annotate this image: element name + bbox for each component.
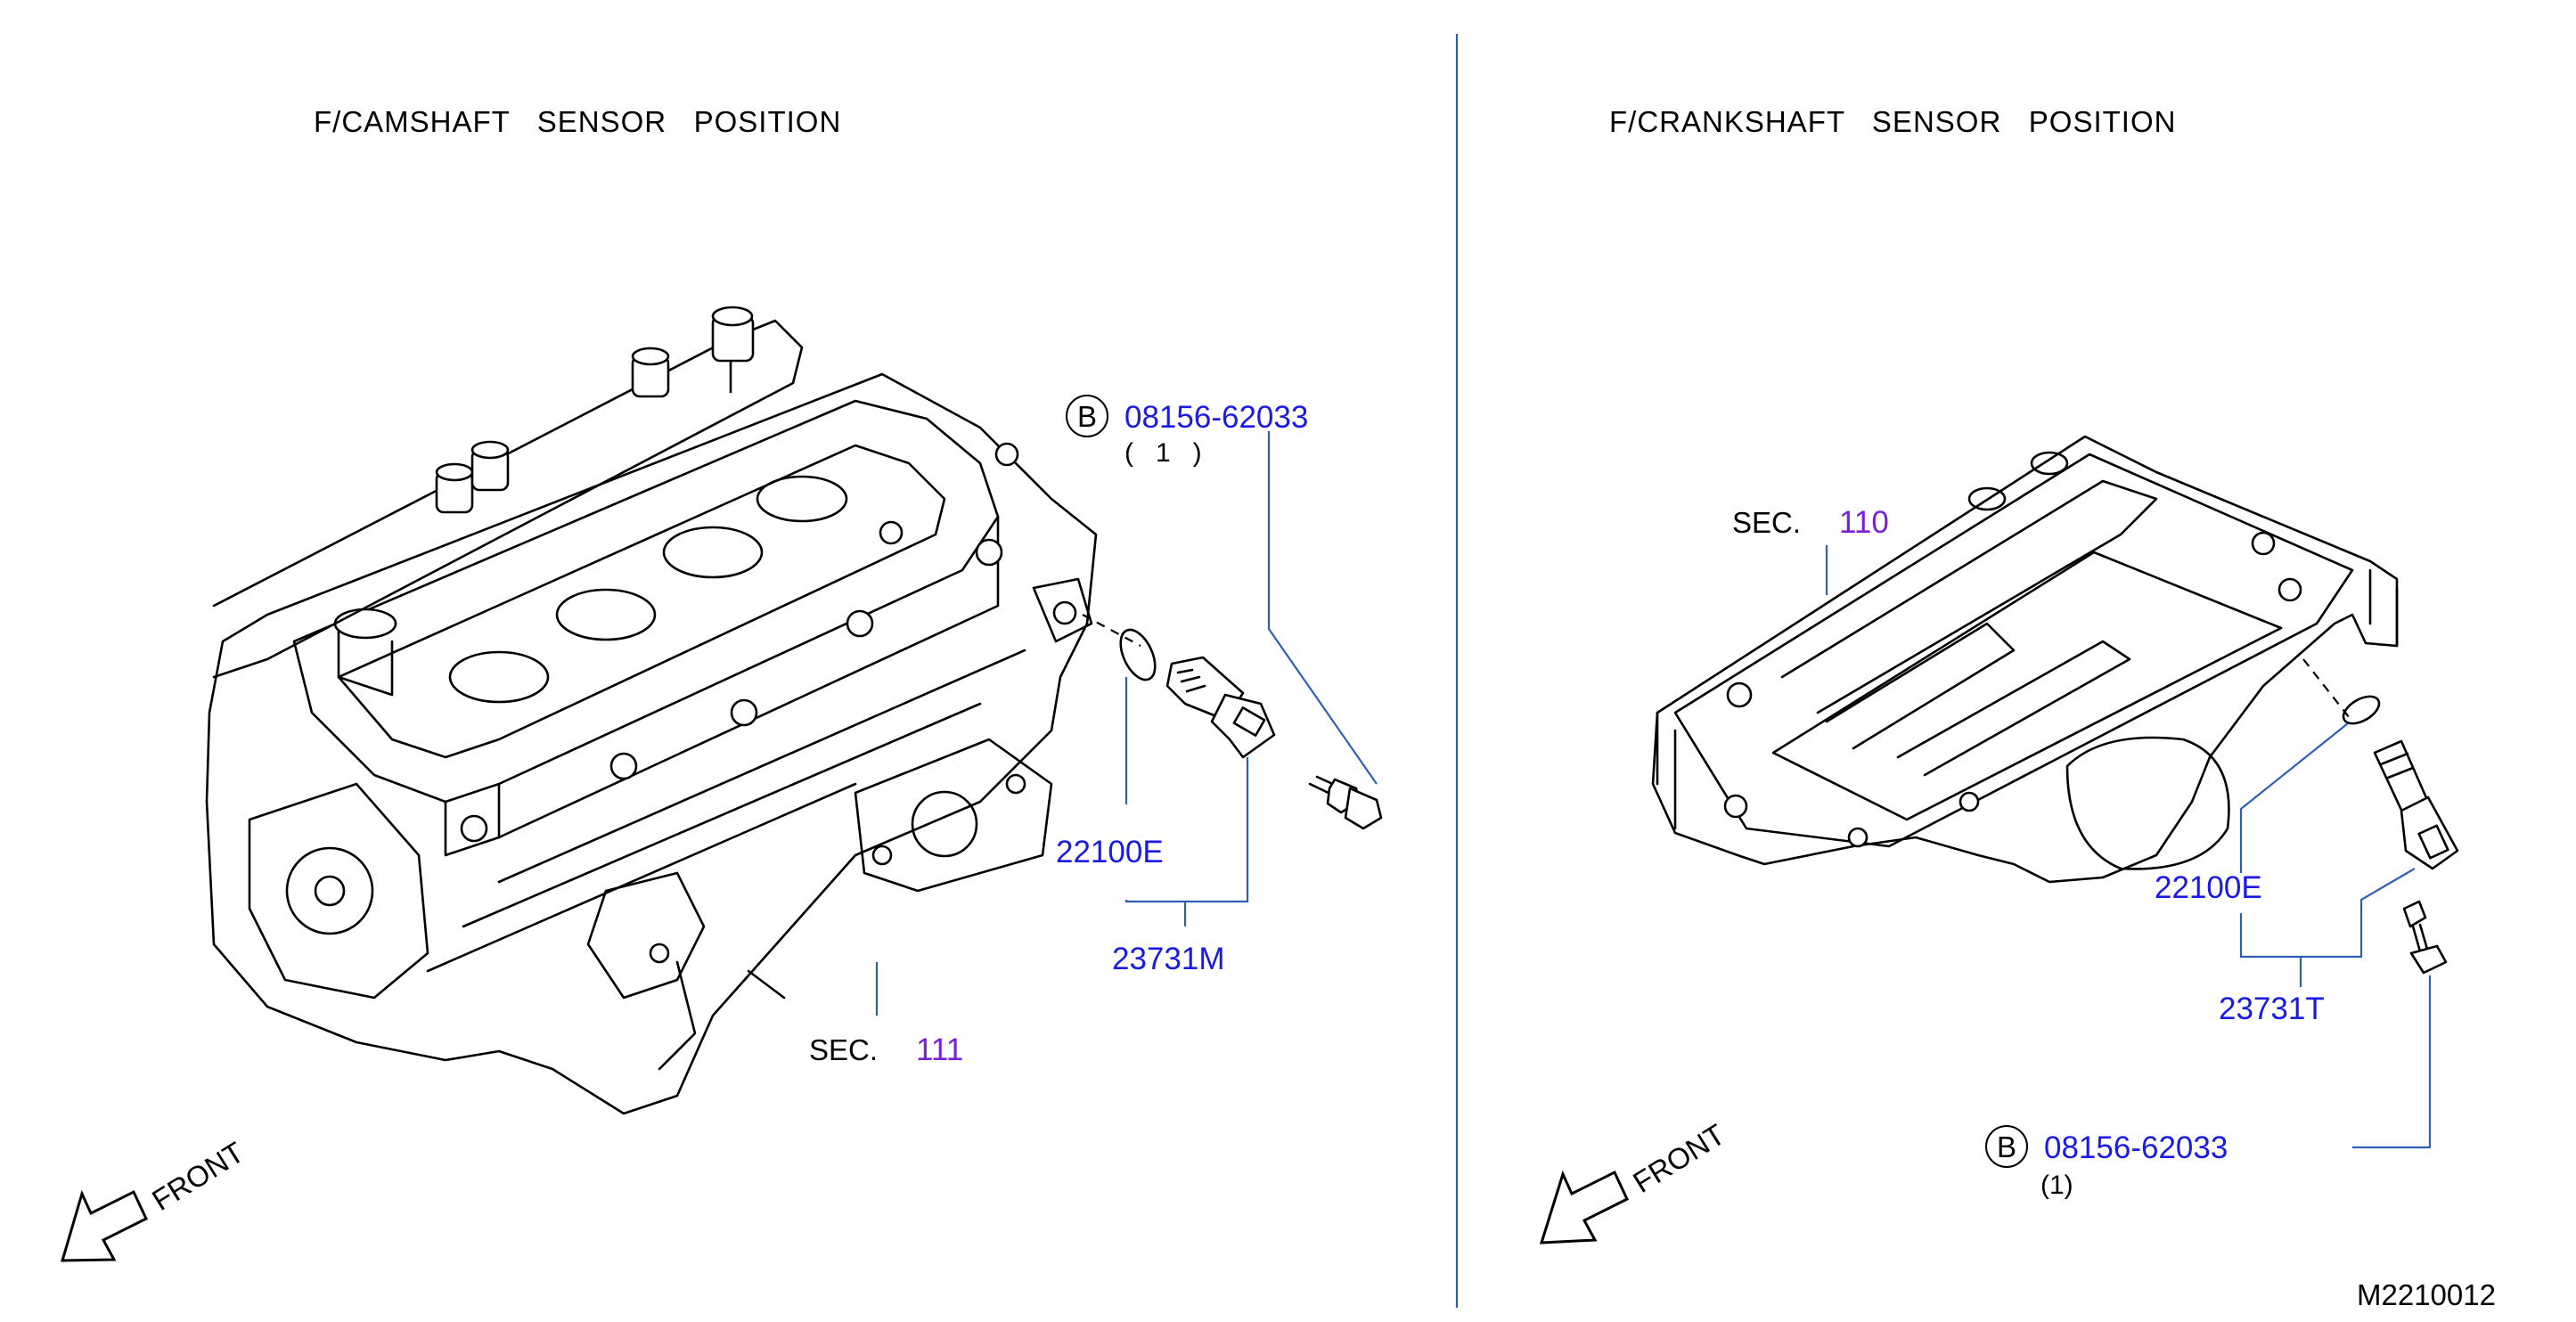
left-bolt-marker-circle: [1066, 395, 1108, 437]
left-sec-label: SEC.: [809, 1033, 878, 1066]
oil-pan-illustration: [1651, 435, 2399, 884]
left-bolt-marker: B: [1077, 400, 1097, 433]
leader-left-bolt: [1267, 431, 1378, 785]
left-oring-part-number[interactable]: 22100E: [1056, 835, 1164, 869]
right-bolt-part-number[interactable]: 08156-62033: [2044, 1130, 2228, 1165]
left-panel-title: F/CAMSHAFT SENSOR POSITION: [314, 105, 841, 138]
right-sensor-part-number[interactable]: 23731T: [2219, 992, 2325, 1026]
left-bolt-part-number[interactable]: 08156-62033: [1124, 400, 1308, 435]
right-o-ring-illustration: [2342, 695, 2381, 725]
left-front-arrow-icon: [60, 1189, 148, 1262]
camshaft-sensor-illustration: [1165, 656, 1276, 759]
leader-right-bolt: [2352, 975, 2432, 1149]
cylinder-head-illustration: [205, 306, 1098, 1115]
leader-right-sensor-bracket: [2239, 868, 2416, 959]
left-front-label: FRONT: [146, 1135, 249, 1217]
right-panel-title: F/CRANKSHAFT SENSOR POSITION: [1609, 105, 2176, 138]
right-bolt-illustration: [2402, 900, 2448, 975]
right-sec-label: SEC.: [1732, 506, 1801, 539]
crankshaft-sensor-illustration: [2373, 739, 2459, 870]
leader-right-oring: [2239, 722, 2349, 873]
left-sensor-part-number[interactable]: 23731M: [1112, 942, 1224, 976]
right-front-arrow-icon: [1539, 1170, 1629, 1244]
right-front-label: FRONT: [1627, 1117, 1730, 1199]
left-bolt-quantity: ( 1 ): [1124, 438, 1202, 468]
diagram-code: M2210012: [2357, 1278, 2496, 1311]
left-o-ring-illustration: [1119, 628, 1157, 681]
right-bolt-marker: B: [1997, 1130, 2016, 1163]
right-bolt-quantity: (1): [2040, 1171, 2073, 1200]
right-sec-number[interactable]: 110: [1839, 505, 1889, 540]
left-bolt-illustration: [1308, 775, 1383, 830]
right-oring-part-number[interactable]: 22100E: [2155, 870, 2262, 905]
left-assembly-axis: [1082, 614, 1141, 647]
right-bolt-marker-circle: [1985, 1125, 2028, 1168]
left-sec-number[interactable]: 111: [916, 1032, 963, 1067]
leader-left-sensor-bracket: [1124, 757, 1249, 903]
